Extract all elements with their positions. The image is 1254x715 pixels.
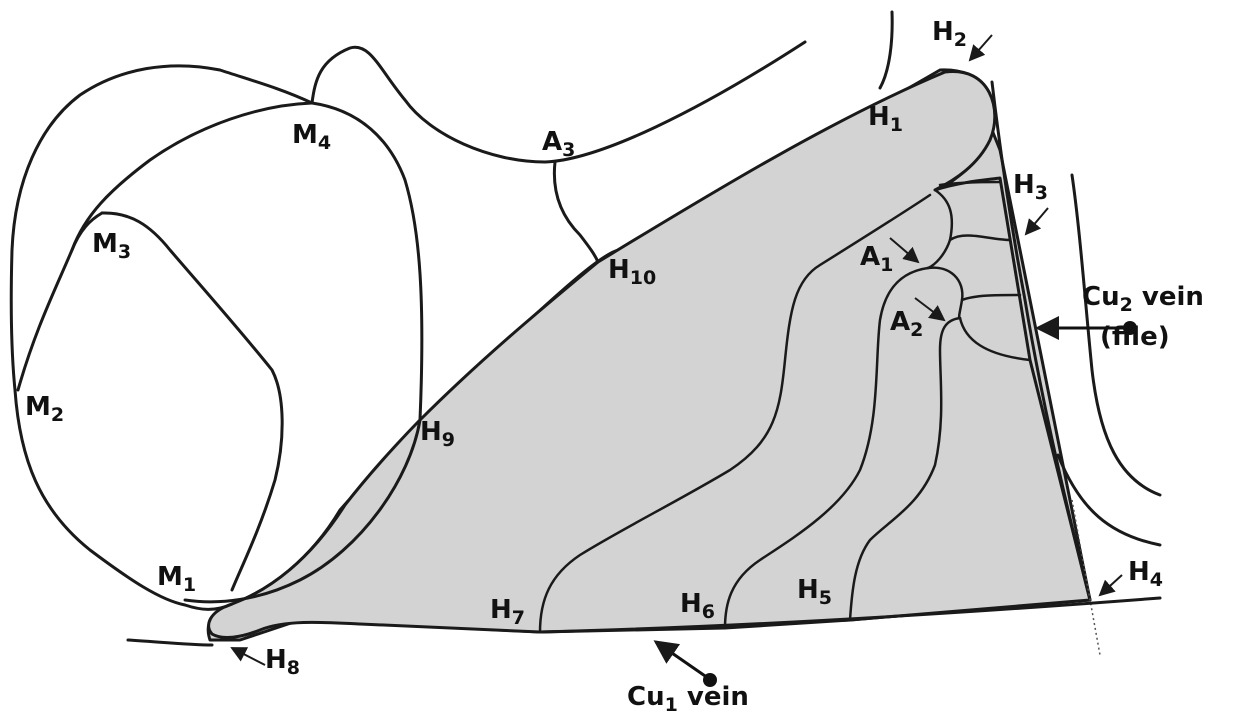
label-cu2-file: (file) [1100, 322, 1170, 352]
label-h4: H4 [1128, 557, 1163, 591]
label-cu2-vein: Cu2 vein [1082, 282, 1204, 316]
label-m3: M3 [92, 229, 131, 263]
cu1-pointer-arrow [656, 642, 708, 678]
m3-inner-cell [102, 213, 282, 590]
h2-arrow [970, 35, 992, 60]
a3-stem [554, 162, 598, 262]
h3-arrow [1026, 208, 1048, 234]
label-h3: H3 [1013, 170, 1048, 204]
h4-arrow [1100, 575, 1122, 595]
label-cu1-vein: Cu1 vein [627, 682, 749, 715]
h8-arrow [232, 648, 265, 665]
label-m2: M2 [25, 392, 64, 426]
label-m4: M4 [292, 120, 331, 154]
m4-inner-arc [18, 103, 312, 390]
label-h2: H2 [932, 17, 967, 51]
outer-outline-left [11, 66, 312, 610]
label-a3: A3 [542, 127, 575, 161]
label-h8: H8 [265, 645, 300, 679]
top-short-curve [880, 12, 892, 88]
label-m1: M1 [157, 562, 196, 596]
